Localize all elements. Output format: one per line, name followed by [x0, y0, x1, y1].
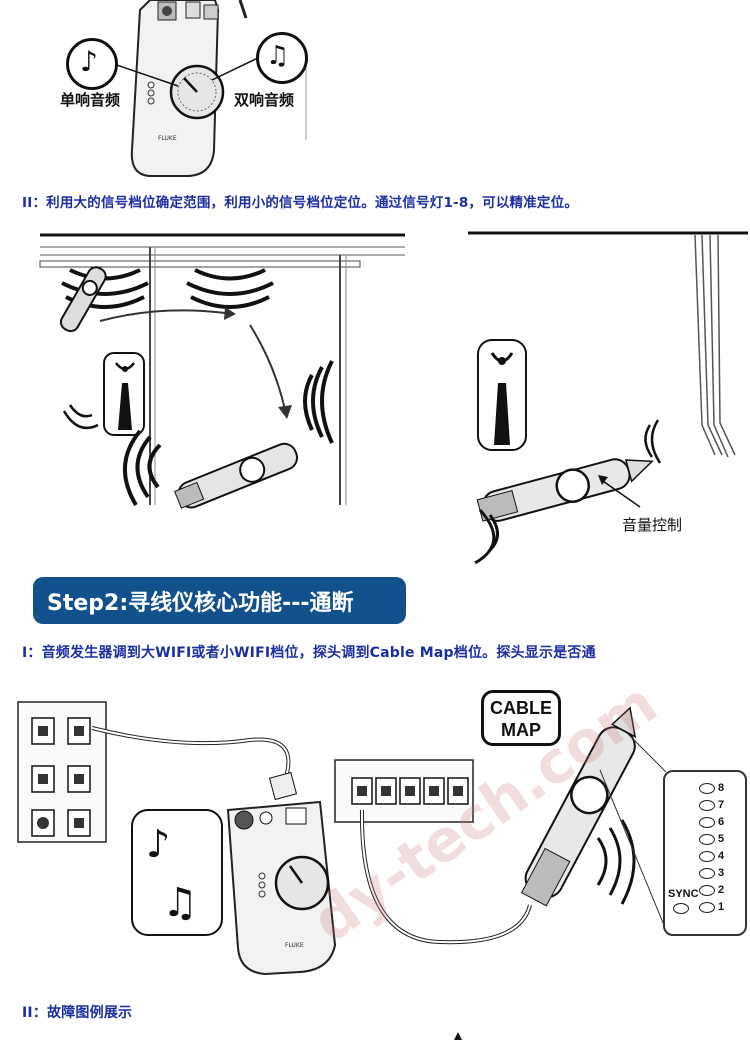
- svg-text:FLUKE: FLUKE: [158, 135, 177, 142]
- single-tone-label: 单响音频: [60, 91, 121, 109]
- cable-map-line2: MAP: [501, 720, 541, 740]
- range-locate-note: II：利用大的信号档位确定范围，利用小的信号档位定位。通过信号灯1-8，可以精准…: [22, 195, 579, 211]
- led-row: 5: [699, 833, 724, 845]
- single-note-icon: ♪: [146, 822, 171, 866]
- cable-map-setup-note: I：音频发生器调到大WIFI或者小WIFI档位，探头调到Cable Map档位。…: [22, 645, 596, 661]
- volume-control-label: 音量控制: [622, 516, 683, 534]
- volume-control-illustration: [468, 231, 748, 565]
- led-row: 3: [699, 867, 724, 879]
- single-note-icon: ♪: [80, 45, 98, 78]
- cable-map-label: CABLE MAP: [481, 690, 561, 746]
- single-tone-bubble: ♪: [66, 38, 118, 90]
- led-row: 7: [699, 799, 724, 811]
- double-note-icon: ♫: [266, 41, 290, 71]
- cable-map-line1: CABLE: [490, 698, 552, 718]
- led-indicator-panel: 8 7 6 5 4 3 SYNC 2 1: [663, 770, 747, 936]
- bottom-edge-marks: [454, 1032, 462, 1040]
- double-tone-bubble: ♫: [256, 32, 308, 84]
- ceiling-tracing-illustration: [39, 233, 405, 509]
- led-row: 8: [699, 782, 724, 794]
- svg-text:FLUKE: FLUKE: [285, 942, 304, 949]
- led-row: 4: [699, 850, 724, 862]
- step2-banner: Step2:寻线仪核心功能---通断: [33, 577, 406, 624]
- fault-examples-note: II：故障图例展示: [22, 1005, 133, 1021]
- double-note-icon: ♫: [162, 880, 198, 926]
- tone-generator-illustration: FLUKE: [107, 0, 307, 177]
- led-row: 2: [699, 884, 724, 896]
- led-row: 6: [699, 816, 724, 828]
- double-tone-label: 双响音频: [234, 91, 295, 109]
- led-row: 1: [699, 901, 724, 913]
- cable-map-illustration: FLUKE: [17, 701, 667, 976]
- sync-label: SYNC: [668, 888, 699, 900]
- sync-led-icon: [673, 903, 689, 914]
